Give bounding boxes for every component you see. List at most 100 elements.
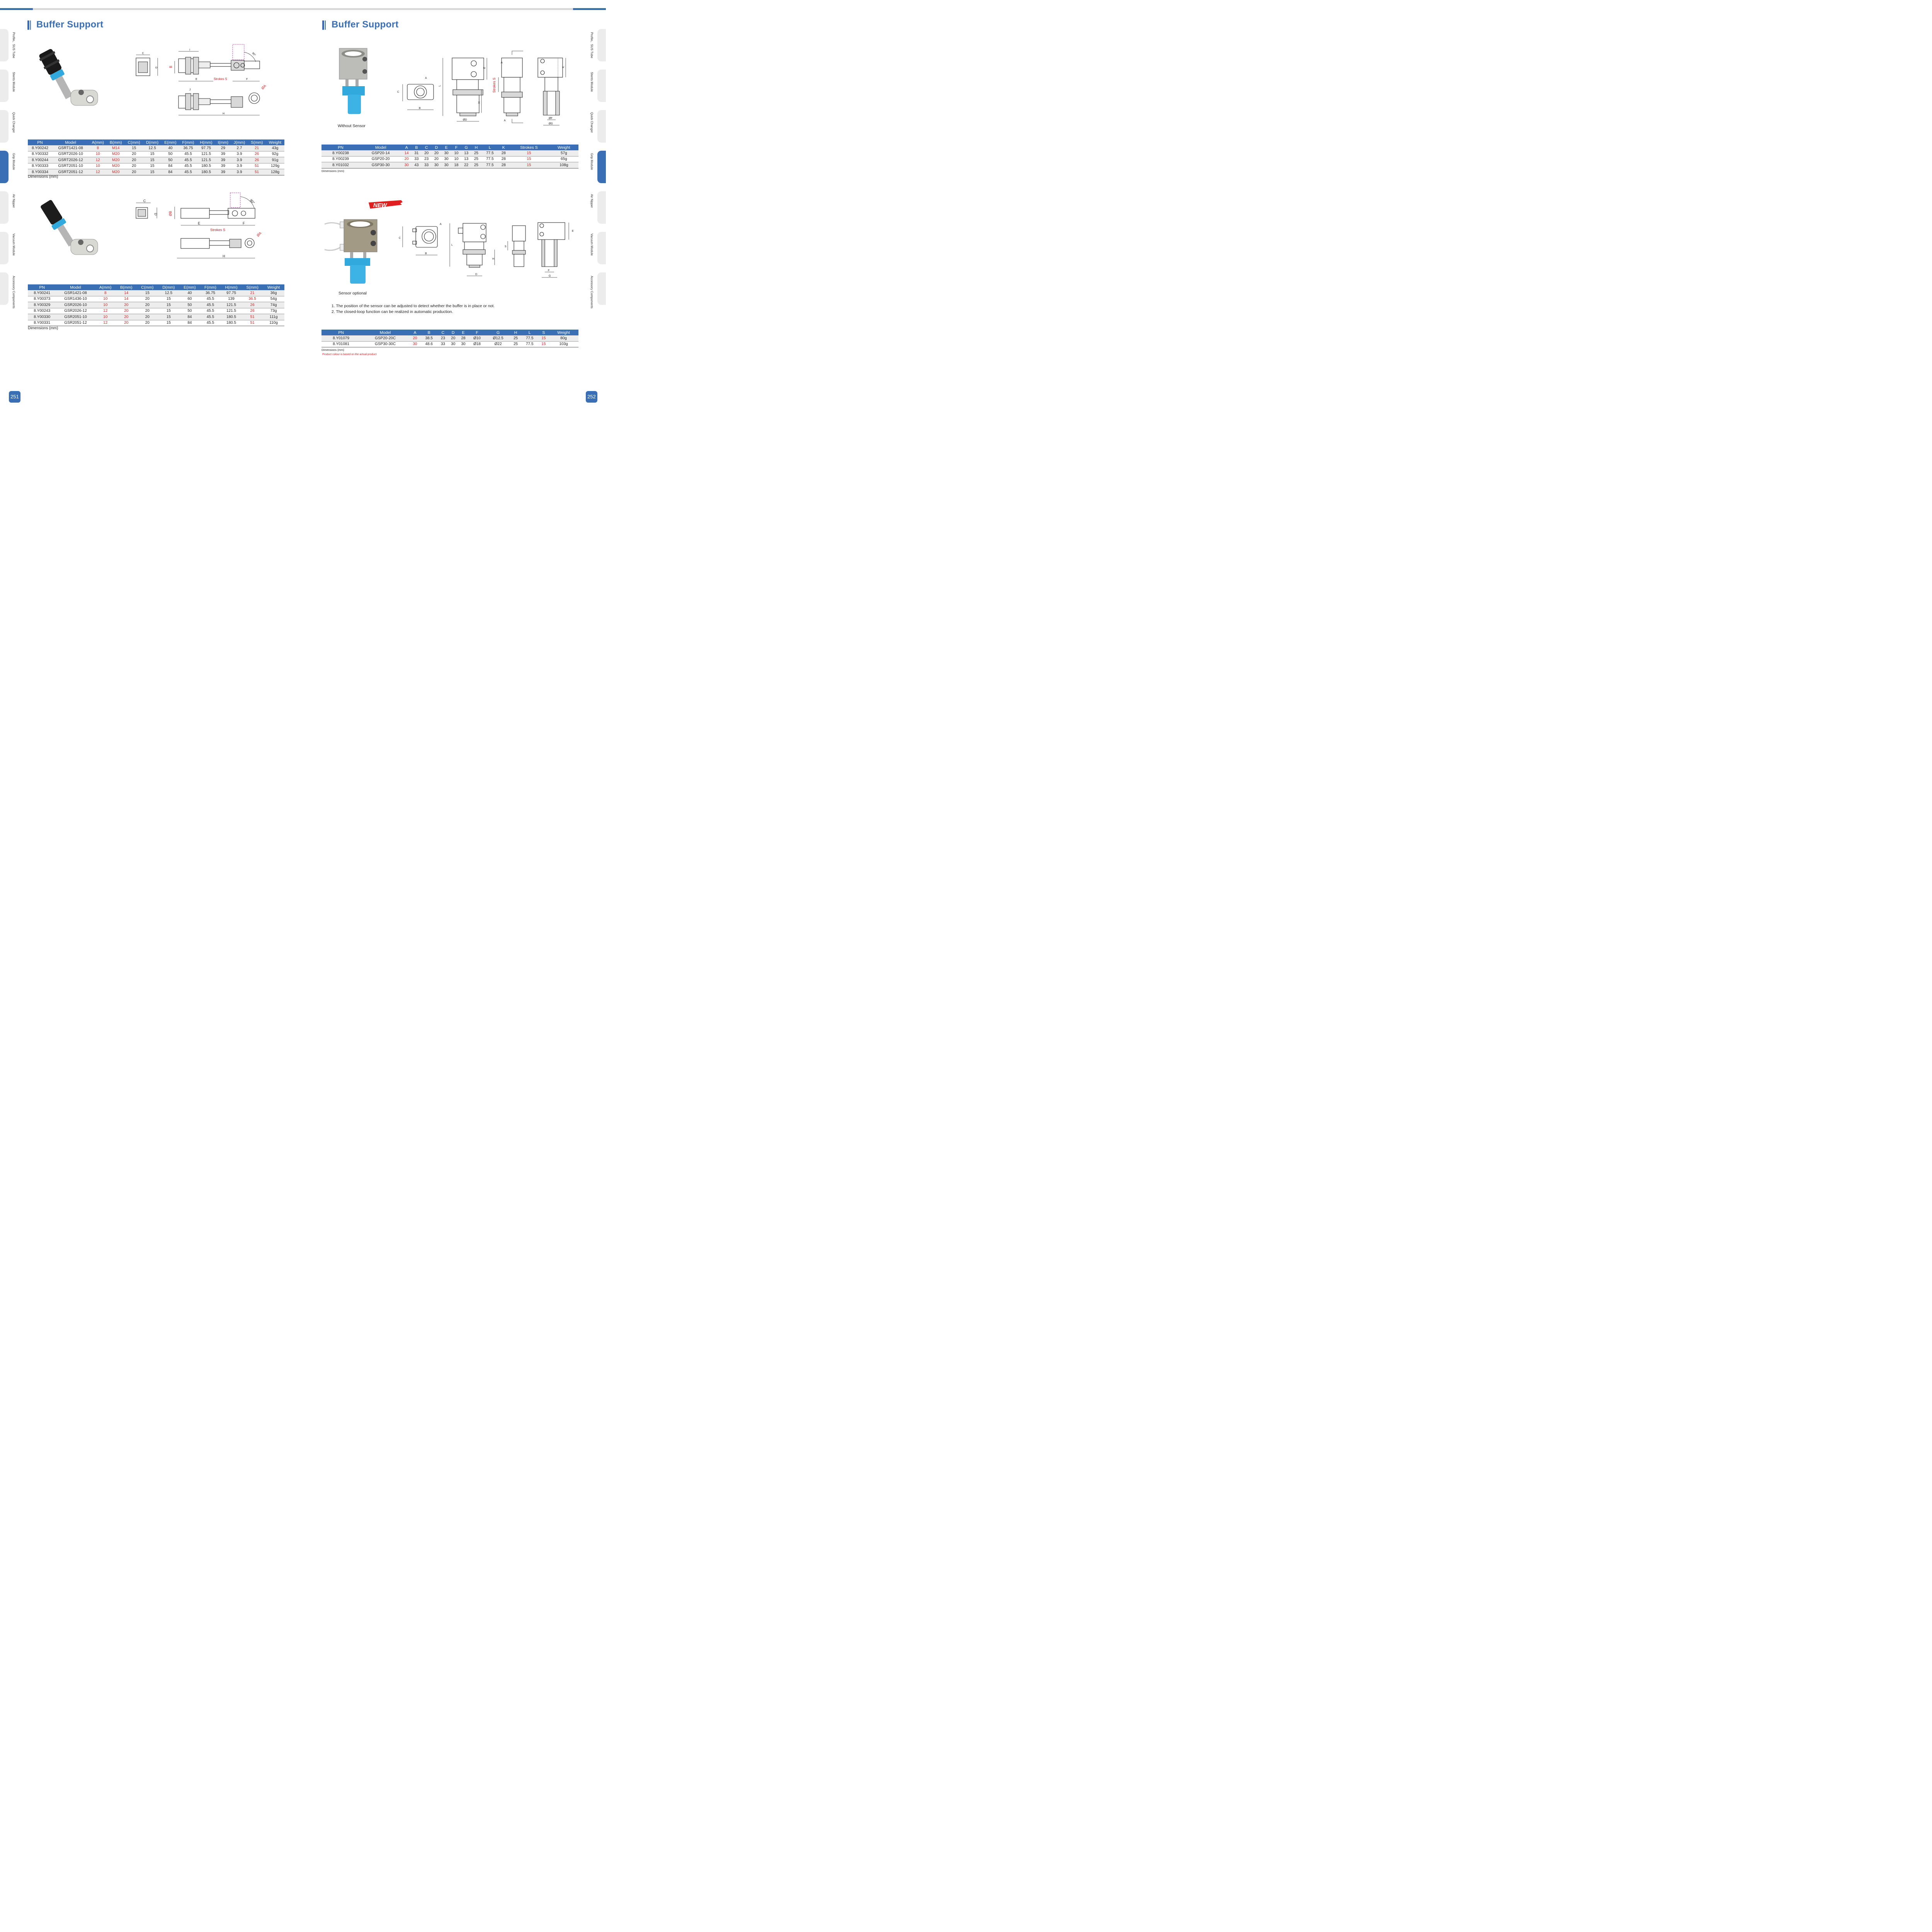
table-cell: 77.5 [481,156,499,162]
side-tab-profile[interactable] [0,29,9,61]
side-tab-accessory[interactable] [597,272,606,305]
side-tab-label: Accessory Components [12,276,15,309]
side-tab-stents[interactable] [0,70,9,102]
table-cell: 12.5 [143,145,162,151]
table-cell: 8.Y00334 [28,169,53,175]
side-tab-label: Stents Module [12,72,15,92]
table-cell: 50 [161,157,180,163]
drawing-gsp: A C B L ØD E H Strokes S A A K ØF ØG [397,51,566,126]
table-cell: 33 [421,162,432,168]
side-tab-stents[interactable] [597,70,606,102]
side-tab-quick-changer[interactable] [597,110,606,143]
table-cell: 180.5 [221,320,242,326]
table-cell: 84 [179,314,200,320]
svg-text:Strokes S: Strokes S [214,77,227,81]
svg-text:Strokes S: Strokes S [492,78,496,93]
table-cell: 15 [509,156,549,162]
table-cell: 65g [549,156,578,162]
table-cell: 84 [161,169,180,175]
table-cell: 121.5 [197,151,216,157]
table-cell: 20 [448,335,458,342]
side-tab-quick-changer[interactable] [0,110,9,143]
svg-text:L: L [451,244,453,247]
title-marker [322,20,327,30]
table-cell: 38.5 [420,335,438,342]
table-cell: Ø12.5 [485,335,511,342]
side-tab-air-nipper[interactable] [597,191,606,224]
side-tab-profile[interactable] [597,29,606,61]
table-cell: 10 [451,156,461,162]
svg-text:D: D [155,66,157,68]
table-cell: 12 [95,320,116,326]
side-tab-label: Profile、SUS Tube [12,32,15,58]
svg-text:D: D [475,273,477,276]
side-tab-accessory[interactable] [0,272,9,305]
table-cell: 15 [143,151,162,157]
svg-text:90°: 90° [249,198,256,205]
spec-table-gsr: PN Model A(mm) B(mm) C(mm) D(mm) E(mm) F… [28,284,284,326]
table-cell: 15 [143,157,162,163]
table-cell: GSR2026-12 [56,308,95,314]
table-cell: 103g [549,341,578,347]
sensor-optional-label: Sensor optional [338,291,367,296]
side-tab-label: Stents Module [590,72,594,92]
table-cell: Ø10 [468,335,486,342]
svg-text:ØB: ØB [168,211,172,216]
table-cell: 20 [136,308,158,314]
table-cell: 12 [95,308,116,314]
table-cell: 8.Y00333 [28,163,53,169]
table-cell: 45.5 [200,302,221,308]
col-header: Model [52,139,89,145]
col-header: D [448,330,458,335]
table-cell: 3.9 [231,163,248,169]
table-cell: 180.5 [221,314,242,320]
table-cell: GSP20-20 [360,156,402,162]
col-header: B(mm) [116,284,137,290]
svg-text:B: B [169,66,173,68]
svg-text:C: C [143,199,146,203]
side-tab-vacuum[interactable] [597,232,606,264]
table-cell: 15 [143,169,162,175]
side-tab-label: Quick Changer [590,112,594,133]
table-cell: 50 [161,151,180,157]
table-cell: 77.5 [481,162,499,168]
table-cell: GSP20-14 [360,150,402,156]
table-cell: GSR2026-10 [56,302,95,308]
table-cell: 15 [158,296,179,302]
table-cell: 20 [116,308,137,314]
table-cell: M20 [107,169,125,175]
table-cell: 51 [242,320,263,326]
side-tab-vacuum[interactable] [0,232,9,264]
note-1: 1. The position of the sensor can be adj… [332,304,495,308]
table-cell: 3.9 [231,157,248,163]
table-cell: 15 [136,290,158,296]
table-cell: 20 [116,320,137,326]
side-tab-label: Air Nipper [12,194,15,208]
side-tab-grip-module[interactable] [0,151,9,183]
svg-text:ØG: ØG [549,122,553,125]
svg-text:I: I [189,49,190,51]
side-tab-air-nipper[interactable] [0,191,9,224]
col-header: B [412,145,422,150]
col-header: A [410,330,420,335]
table-cell: 129g [265,163,284,169]
col-header: H(mm) [221,284,242,290]
spec-table-gsp-sensor: PN Model A B C D E F G H L S Weight 8.Y0… [321,330,578,347]
col-header: E(mm) [161,139,180,145]
drawing-gsp-sensor: A C B L D H S E F G [399,222,574,278]
spec-table-gsp: PN Model A B C D E F G H L K Strokes S W… [321,145,578,168]
col-header: Weight [263,284,284,290]
table-cell: 74g [263,302,284,308]
side-tab-grip-module[interactable] [597,151,606,183]
table-cell: GSRT2051-10 [52,163,89,169]
col-header: Strokes S [509,145,549,150]
table-cell: 121.5 [197,157,216,163]
without-sensor-label: Without Sensor [338,124,366,128]
table-cell: 180.5 [197,169,216,175]
table-cell: 45.5 [179,169,197,175]
table-cell: 60 [179,296,200,302]
